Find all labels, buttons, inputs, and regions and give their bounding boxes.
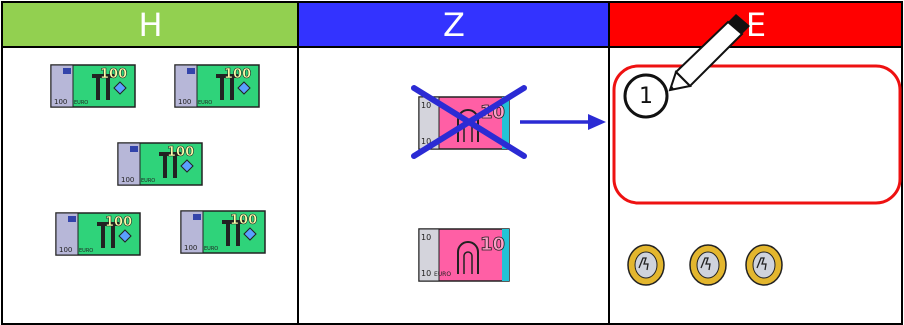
note-currency: EURO (204, 246, 218, 252)
arrow-right-icon (520, 114, 606, 130)
note-currency: EURO (198, 100, 212, 106)
header-hundreds-label: H (138, 6, 163, 44)
note-value: 100 (224, 67, 251, 82)
note-currency: EURO (74, 100, 88, 106)
note-currency: EURO (434, 271, 451, 278)
note-small-value: 100 (184, 244, 197, 252)
note-value: 100 (230, 213, 257, 228)
note-small-value: 10 (421, 101, 431, 110)
note-value: 100 (167, 145, 194, 160)
exchange-target-box (612, 64, 902, 205)
hundred-euro-note: 100 100 EURO (55, 212, 141, 256)
pencil-icon (668, 14, 750, 92)
header-divider (1, 46, 903, 48)
note-small-value: 100 (59, 246, 72, 254)
one-euro-coin-icon (689, 244, 727, 286)
hundred-euro-note: 100 100 EURO (117, 142, 203, 186)
one-euro-coin-icon (745, 244, 783, 286)
header-tens-label: Z (443, 6, 465, 44)
cross-out-icon (411, 85, 527, 159)
header-tens: Z (299, 3, 609, 47)
column-divider-2 (608, 1, 610, 325)
table-border-bottom (1, 323, 903, 325)
note-value: 10 (480, 234, 505, 255)
note-small-value: 10 (421, 269, 431, 278)
header-ones-label: E (745, 6, 767, 44)
note-currency: EURO (141, 178, 155, 184)
table-border-top (1, 1, 903, 3)
note-value: 100 (100, 67, 127, 82)
ten-euro-note: 10 10 10 EURO (418, 228, 510, 282)
column-divider-1 (297, 1, 299, 325)
hundred-euro-note: 100 100 EURO (50, 64, 136, 108)
header-ones: E (610, 3, 902, 47)
header-hundreds: H (3, 3, 298, 47)
table-border-right (901, 1, 903, 325)
note-small-value: 10 (421, 137, 431, 146)
hundred-euro-note: 100 100 EURO (180, 210, 266, 254)
note-small-value: 100 (54, 98, 67, 106)
note-small-value: 100 (121, 176, 134, 184)
note-value: 100 (105, 215, 132, 230)
hundred-euro-note: 100 100 EURO (174, 64, 260, 108)
note-small-value: 10 (421, 233, 431, 242)
step-marker-number: 1 (639, 83, 653, 109)
note-value: 10 (480, 102, 505, 123)
table-border-left (1, 1, 3, 325)
one-euro-coin-icon (627, 244, 665, 286)
note-small-value: 100 (178, 98, 191, 106)
step-marker (623, 73, 669, 119)
note-currency: EURO (79, 248, 93, 254)
